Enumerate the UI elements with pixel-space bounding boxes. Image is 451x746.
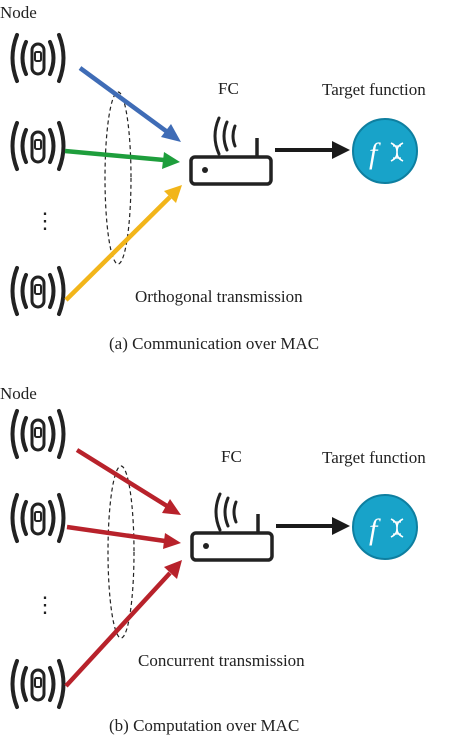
arrow-red-3 [64,560,182,688]
transmission-label: Orthogonal transmission [135,287,303,306]
arrow-red-1 [75,448,181,515]
panel-computation: Node ⋮ FC Target function [0,384,426,735]
caption: (a) Communication over MAC [109,334,319,353]
sensor-icon [10,33,66,316]
arrow-to-function [275,141,350,159]
transmission-label: Concurrent transmission [138,651,305,670]
arrow-to-function [276,517,350,535]
channel-ellipse [104,91,132,265]
fc-label: FC [218,79,239,98]
caption: (b) Computation over MAC [109,716,299,735]
router-icon [189,116,273,186]
ellipsis: ⋮ [34,208,56,233]
arrow-red-2 [66,524,181,549]
sensor-icon [10,409,66,709]
node-label: Node [0,384,37,403]
function-icon: f [352,118,418,184]
router-icon [190,492,274,562]
arrow-yellow [64,185,182,302]
ellipsis: ⋮ [34,592,56,617]
channel-ellipse [107,465,135,639]
arrow-blue [78,66,181,142]
node-label: Node [0,3,37,22]
target-function-label: Target function [322,80,426,99]
fc-label: FC [221,447,242,466]
panel-communication: Node ⋮ FC Target function [0,3,426,353]
target-function-label: Target function [322,448,426,467]
arrow-green [64,148,180,169]
function-icon: f [352,494,418,560]
